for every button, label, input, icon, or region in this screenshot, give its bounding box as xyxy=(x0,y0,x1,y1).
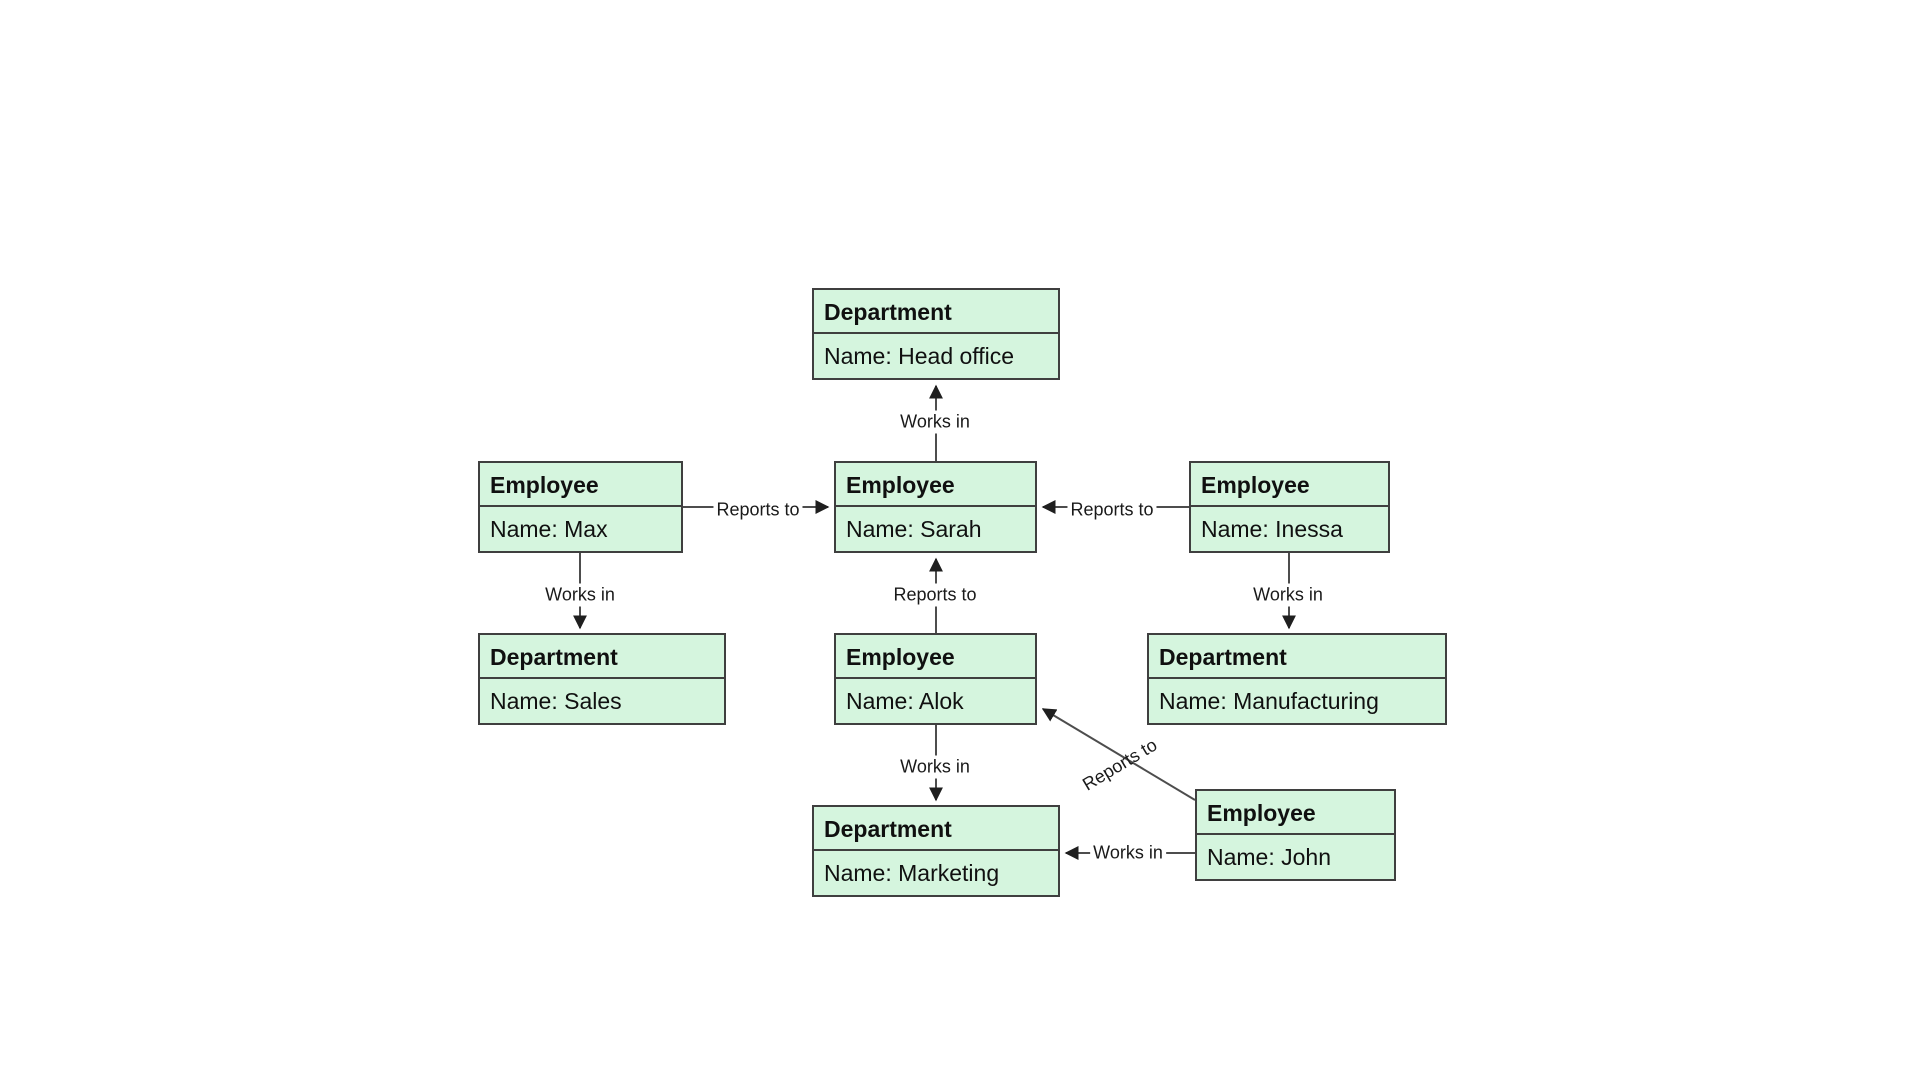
edge-label-works-in-john-marketing: Works in xyxy=(1090,841,1166,865)
node-attribute-label: Name: Head office xyxy=(824,343,1015,369)
edge-label-works-in-max-sales: Works in xyxy=(542,583,618,607)
node-attribute-label: Name: Max xyxy=(490,516,608,542)
node-entity-label: Department xyxy=(814,290,1058,334)
node-department-manufacturing[interactable]: Department Name: Manufacturing xyxy=(1147,633,1447,725)
node-attribute-label: Name: Manufacturing xyxy=(1159,688,1379,714)
node-entity-label: Department xyxy=(814,807,1058,851)
node-attribute-label: Name: John xyxy=(1207,844,1332,870)
node-attribute-label: Name: Inessa xyxy=(1201,516,1343,542)
node-employee-alok[interactable]: Employee Name: Alok xyxy=(834,633,1037,725)
node-entity-label: Employee xyxy=(480,463,681,507)
node-entity-label: Employee xyxy=(836,635,1035,679)
edge-label-works-in-sarah-head-office: Works in xyxy=(897,410,973,434)
edge-label-reports-to-john-alok: Reports to xyxy=(1078,734,1161,795)
node-employee-sarah[interactable]: Employee Name: Sarah xyxy=(834,461,1037,553)
node-entity-label: Department xyxy=(480,635,724,679)
edge-label-reports-to-inessa-sarah: Reports to xyxy=(1067,498,1157,522)
node-employee-john[interactable]: Employee Name: John xyxy=(1195,789,1396,881)
edge-label-works-in-inessa-manufacturing: Works in xyxy=(1250,583,1326,607)
node-entity-label: Employee xyxy=(1197,791,1394,835)
node-department-marketing[interactable]: Department Name: Marketing xyxy=(812,805,1060,897)
node-attribute-label: Name: Sales xyxy=(490,688,622,714)
node-department-head-office[interactable]: Department Name: Head office xyxy=(812,288,1060,380)
edge-label-reports-to-max-sarah: Reports to xyxy=(713,498,803,522)
edge-label-works-in-alok-marketing: Works in xyxy=(897,755,973,779)
node-attribute-label: Name: Alok xyxy=(846,688,964,714)
node-attribute-label: Name: Sarah xyxy=(846,516,982,542)
node-entity-label: Employee xyxy=(1191,463,1388,507)
node-entity-label: Employee xyxy=(836,463,1035,507)
node-department-sales[interactable]: Department Name: Sales xyxy=(478,633,726,725)
node-attribute-label: Name: Marketing xyxy=(824,860,1000,886)
node-employee-max[interactable]: Employee Name: Max xyxy=(478,461,683,553)
node-employee-inessa[interactable]: Employee Name: Inessa xyxy=(1189,461,1390,553)
edge-label-reports-to-alok-sarah: Reports to xyxy=(890,583,980,607)
node-entity-label: Department xyxy=(1149,635,1445,679)
